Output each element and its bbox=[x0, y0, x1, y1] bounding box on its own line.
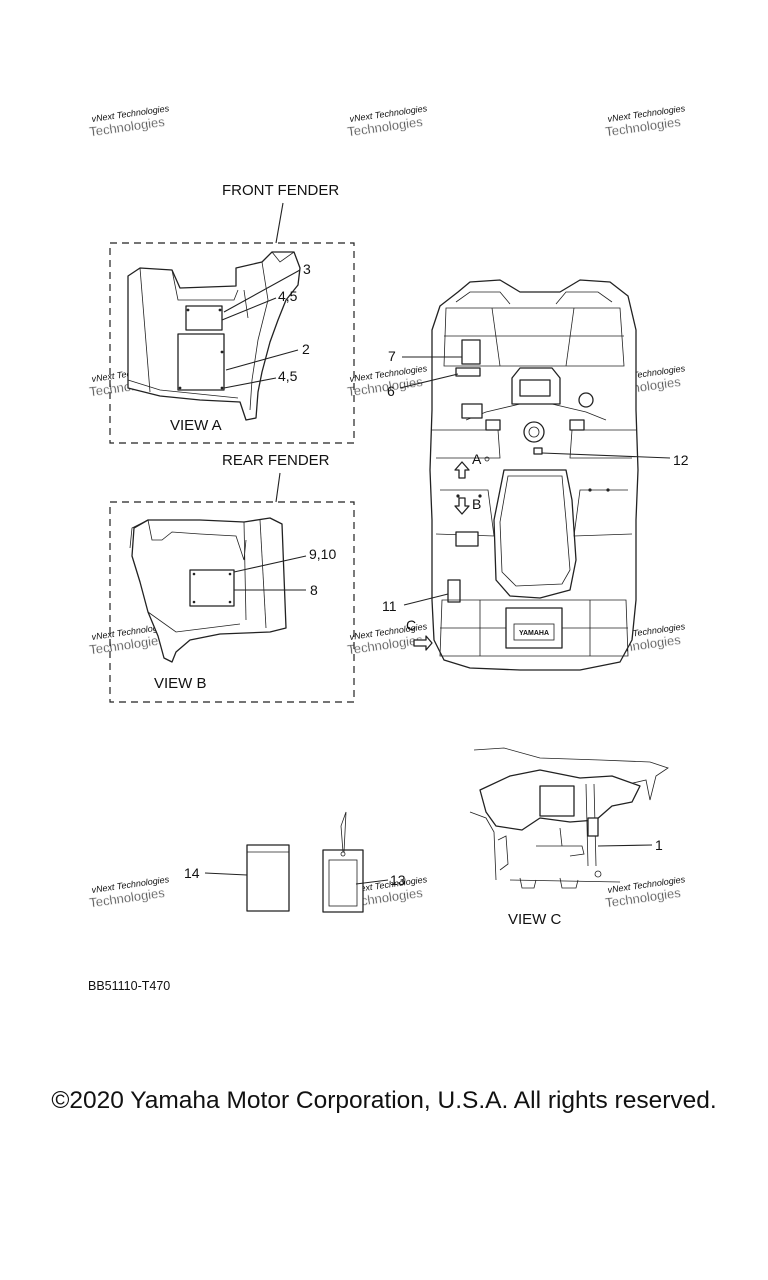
copyright-notice: ©2020 Yamaha Motor Corporation, U.S.A. A… bbox=[51, 1087, 717, 1114]
fuel-cap bbox=[578, 392, 594, 408]
rear-decal-panel bbox=[189, 569, 235, 607]
leader-12 bbox=[541, 452, 671, 459]
rear-fender-title: REAR FENDER bbox=[222, 452, 330, 469]
leader-1 bbox=[597, 844, 653, 847]
rear-fender-drawing bbox=[129, 517, 287, 663]
decal-panel-large bbox=[177, 333, 225, 391]
tank-cap bbox=[523, 421, 545, 443]
leader-4-5-bottom bbox=[223, 377, 277, 389]
callout-1: 1 bbox=[655, 837, 663, 853]
left-grip bbox=[485, 419, 501, 431]
view-c-decal-1 bbox=[587, 817, 599, 837]
arrow-a-label: A bbox=[472, 451, 482, 467]
leader-6 bbox=[399, 373, 459, 389]
rear-fender-leader bbox=[275, 472, 281, 503]
leader-9-10 bbox=[233, 555, 307, 573]
view-a-label: VIEW A bbox=[170, 417, 222, 434]
decal-rear-left bbox=[455, 531, 479, 547]
callout-7: 7 bbox=[388, 348, 396, 364]
callout-8: 8 bbox=[310, 582, 318, 598]
callout-2: 2 bbox=[302, 341, 310, 357]
leader-11 bbox=[403, 593, 449, 606]
leader-4-5-top bbox=[221, 297, 277, 321]
rear-fender-group: REAR FENDER 9,10 8 VIEW B bbox=[109, 452, 355, 703]
leader-14 bbox=[204, 872, 248, 876]
view-b-box bbox=[109, 501, 355, 703]
decal-6 bbox=[455, 367, 481, 377]
arrow-c-icon bbox=[413, 635, 433, 651]
arrow-a-icon bbox=[454, 461, 470, 479]
callout-4-5-top: 4,5 bbox=[278, 288, 298, 304]
view-a-box bbox=[109, 242, 355, 444]
rear-brand-plate bbox=[505, 607, 563, 649]
brand-plate-text: YAMAHA bbox=[519, 630, 549, 637]
callout-9-10: 9,10 bbox=[309, 546, 336, 562]
decal-panel-small bbox=[185, 305, 223, 331]
front-fender-drawing bbox=[127, 251, 301, 421]
front-fender-group: FRONT FENDER 3 4,5 2 4,5 VIEW A bbox=[109, 182, 355, 444]
view-b-label: VIEW B bbox=[154, 675, 207, 692]
left-switch-box bbox=[461, 403, 483, 419]
decal-7 bbox=[461, 339, 481, 365]
callout-14: 14 bbox=[184, 865, 200, 881]
arrow-b-label: B bbox=[472, 496, 481, 512]
front-fender-leader bbox=[275, 202, 284, 244]
view-c-bracket bbox=[539, 785, 575, 817]
decal-11 bbox=[447, 579, 461, 603]
atv-top-view: YAMAHA A B C 7 6 12 11 bbox=[382, 279, 689, 671]
callout-4-5-bottom: 4,5 bbox=[278, 368, 298, 384]
watermark-row-top: vNext Technologies Technologies vNext Te… bbox=[88, 103, 686, 140]
decal-12 bbox=[533, 447, 543, 455]
arrow-c-label: C bbox=[406, 617, 416, 633]
view-c-group: 1 VIEW C bbox=[469, 747, 669, 928]
view-c-label: VIEW C bbox=[508, 911, 562, 928]
leader-2 bbox=[225, 349, 299, 371]
front-fender-title: FRONT FENDER bbox=[222, 182, 339, 199]
part-code: BB51110-T470 bbox=[88, 979, 170, 993]
callout-6: 6 bbox=[387, 383, 395, 399]
callout-12: 12 bbox=[673, 452, 689, 468]
leader-13 bbox=[355, 879, 389, 885]
loose-parts-group: 14 13 bbox=[184, 811, 406, 913]
leader-3 bbox=[223, 269, 301, 313]
callout-11: 11 bbox=[382, 598, 397, 614]
arrow-b-icon bbox=[454, 497, 470, 515]
callout-3: 3 bbox=[303, 261, 311, 277]
owners-manual bbox=[246, 844, 290, 912]
meter-display bbox=[519, 379, 551, 397]
right-grip bbox=[569, 419, 585, 431]
callout-13: 13 bbox=[390, 872, 406, 888]
